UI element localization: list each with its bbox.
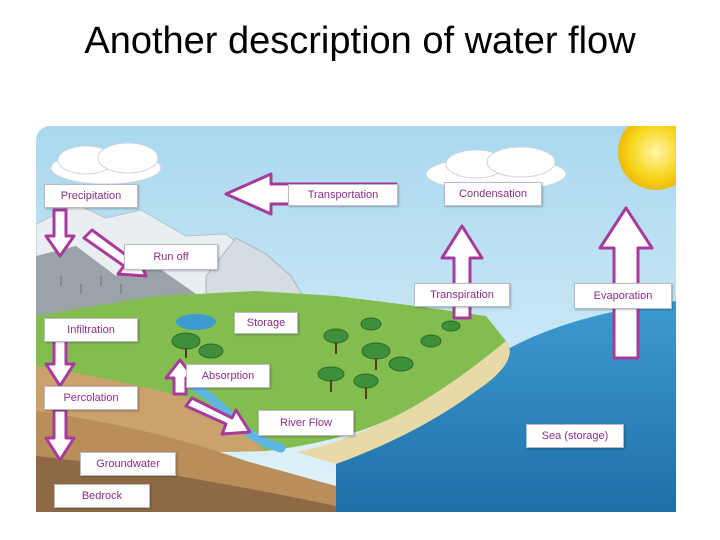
label-river-flow: River Flow (258, 410, 354, 436)
label-absorption: Absorption (186, 364, 270, 388)
label-percolation: Percolation (44, 386, 138, 410)
label-transpiration: Transpiration (414, 283, 510, 307)
label-precipitation: Precipitation (44, 184, 138, 208)
label-sea-storage: Sea (storage) (526, 424, 624, 448)
water-cycle-diagram: Precipitation Transportation Condensatio… (36, 126, 676, 512)
label-evaporation: Evaporation (574, 283, 672, 309)
label-storage: Storage (234, 312, 298, 334)
label-bedrock: Bedrock (54, 484, 150, 508)
slide-title: Another description of water flow (60, 18, 660, 64)
cloud-left (51, 143, 161, 184)
label-transportation: Transportation (288, 184, 398, 206)
label-condensation: Condensation (444, 182, 542, 206)
lake (176, 314, 216, 330)
label-run-off: Run off (124, 244, 218, 270)
label-infiltration: Infiltration (44, 318, 138, 342)
label-groundwater: Groundwater (80, 452, 176, 476)
